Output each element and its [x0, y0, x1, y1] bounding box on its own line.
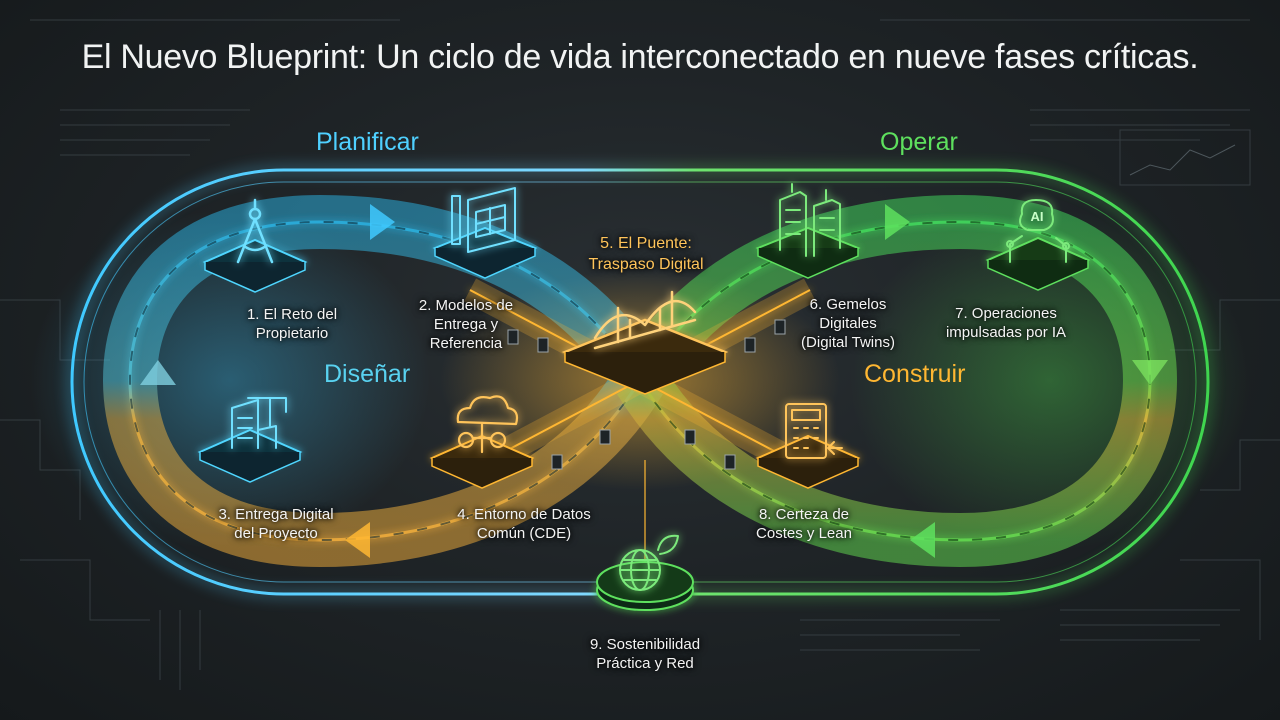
platform-1 — [202, 238, 308, 293]
phase-7-line-2: impulsadas por IA — [945, 324, 1067, 341]
platform-4 — [429, 434, 535, 489]
phase-6-label: 6. Gemelos Digitales (Digital Twins) — [801, 295, 895, 352]
platform-7 — [985, 236, 1091, 291]
ai-robot-icon — [1006, 199, 1070, 263]
phase-4-line-2: Común (CDE) — [476, 525, 572, 542]
phase-7-label: 7. Operaciones impulsadas por IA — [946, 304, 1066, 342]
phase-2-line-1: 2. Modelos de — [418, 297, 514, 314]
left-loop — [102, 194, 663, 568]
phase-3-line-2: del Proyecto — [234, 525, 318, 542]
blueprint-board-icon — [451, 187, 516, 253]
phase-7-line-1: 7. Operaciones — [955, 305, 1057, 322]
quadrant-construir: Construir — [864, 360, 966, 388]
phase-8-line-1: 8. Certeza de — [758, 506, 850, 523]
phase-8-label: 8. Certeza de Costes y Lean — [756, 505, 852, 543]
phase-8-line-2: Costes y Lean — [756, 525, 852, 542]
platform-5 — [561, 318, 729, 395]
phase-1-label: 1. El Reto del Propietario — [247, 305, 337, 343]
phase-3-line-1: 3. Entrega Digital — [218, 506, 334, 523]
drafting-compass-icon — [236, 198, 274, 264]
quadrant-operar: Operar — [880, 128, 958, 156]
globe-leaf-icon — [619, 534, 679, 591]
page-title: El Nuevo Blueprint: Un ciclo de vida int… — [81, 38, 1199, 76]
phase-6-line-1: 6. Gemelos — [809, 296, 887, 313]
phase-5-line-2: Traspaso Digital — [588, 256, 704, 273]
phase-5-label: 5. El Puente: Traspaso Digital — [588, 233, 703, 275]
circuit-background — [0, 19, 1280, 690]
skyscrapers-icon — [779, 183, 841, 257]
flow-arrows — [140, 204, 1168, 558]
building-crane-icon — [231, 397, 287, 449]
quadrant-disenar: Diseñar — [324, 360, 411, 388]
phase-5-line-1: 5. El Puente: — [600, 235, 692, 252]
phase-4-label: 4. Entorno de Datos Común (CDE) — [457, 505, 590, 543]
phase-9-label: 9. Sostenibilidad Práctica y Red — [590, 635, 700, 673]
calculator-icon — [785, 403, 843, 459]
quadrant-planificar: Planificar — [316, 128, 419, 156]
phase-1-line-1: 1. El Reto del — [246, 306, 338, 323]
phase-2-label: 2. Modelos de Entrega y Referencia — [419, 296, 513, 353]
cloud-gears-icon — [456, 395, 519, 454]
phase-3-label: 3. Entrega Digital del Proyecto — [218, 505, 333, 543]
phase-9-line-1: 9. Sostenibilidad — [589, 636, 701, 653]
phase-2-line-3: Referencia — [429, 335, 503, 352]
phase-9-line-2: Práctica y Red — [596, 655, 694, 672]
phase-4-line-1: 4. Entorno de Datos — [457, 506, 591, 523]
chip-markers — [507, 319, 786, 470]
ai-label: AI — [1031, 209, 1044, 224]
bridge-icon — [593, 290, 697, 350]
phase-1-line-2: Propietario — [255, 325, 329, 342]
phase-6-line-3: (Digital Twins) — [801, 334, 895, 351]
phase-6-line-2: Digitales — [819, 315, 877, 332]
phase-2-line-2: Entrega y — [433, 316, 499, 333]
